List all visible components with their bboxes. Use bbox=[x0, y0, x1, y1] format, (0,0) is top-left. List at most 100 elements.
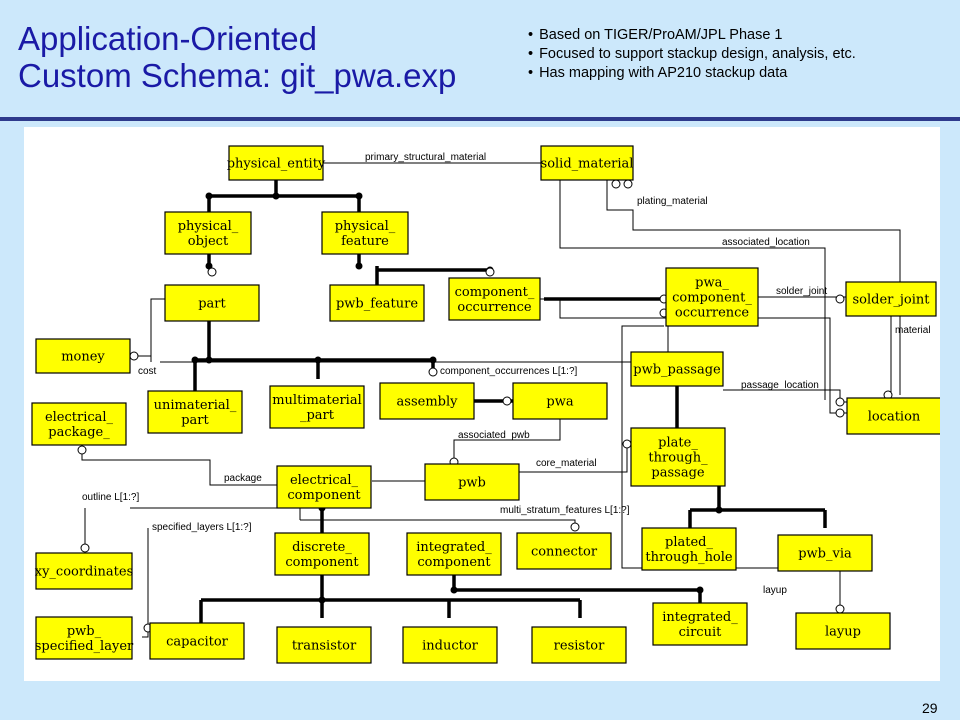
entity-box bbox=[665, 267, 759, 327]
junction-dot bbox=[272, 192, 280, 200]
entity-box bbox=[424, 463, 520, 501]
entity-label: integrated_ bbox=[662, 610, 738, 625]
entity-box bbox=[164, 284, 260, 322]
relationship-end-circle bbox=[502, 396, 512, 406]
entity-box bbox=[402, 626, 498, 664]
relationship-line bbox=[621, 325, 841, 613]
entity-box bbox=[164, 211, 252, 255]
entity-box bbox=[147, 390, 243, 434]
entity-label: object bbox=[188, 234, 229, 249]
entity-integrated-component: integrated_component bbox=[406, 532, 502, 576]
junction-dot bbox=[205, 192, 213, 200]
entity-box bbox=[35, 616, 133, 660]
entity-label: pwb_feature bbox=[336, 297, 418, 312]
entity-box bbox=[149, 622, 245, 660]
relationship-end-circle bbox=[428, 367, 438, 377]
entity-discrete-component: discrete_component bbox=[274, 532, 370, 576]
entity-label: physical_ bbox=[178, 219, 239, 234]
entity-capacitor: capacitor bbox=[149, 622, 245, 660]
junction-dot bbox=[355, 192, 363, 200]
relationship-label-solder-joint: solder_joint bbox=[776, 286, 827, 297]
entity-label: plate_ bbox=[658, 436, 698, 451]
relationship-label-cost: cost bbox=[138, 366, 157, 377]
entity-inductor: inductor bbox=[402, 626, 498, 664]
slide-title: Application-Oriented Custom Schema: git_… bbox=[18, 20, 456, 94]
entity-label: part bbox=[181, 413, 209, 428]
entity-label: unimaterial_ bbox=[154, 398, 237, 413]
relationship-end-circle bbox=[129, 351, 139, 361]
junction-dot bbox=[696, 586, 704, 594]
entity-label: physical_ bbox=[335, 219, 396, 234]
entity-box bbox=[846, 397, 940, 435]
entity-location: location bbox=[846, 397, 940, 435]
entity-label: capacitor bbox=[166, 635, 229, 650]
junction-dot bbox=[715, 506, 723, 514]
junction-dot bbox=[450, 586, 458, 594]
entity-part: part bbox=[164, 284, 260, 322]
slide-title-line-1: Application-Oriented bbox=[18, 20, 317, 57]
slide-title-line-2: Custom Schema: git_pwa.exp bbox=[18, 57, 457, 94]
entity-box bbox=[777, 534, 873, 572]
entity-transistor: transistor bbox=[276, 626, 372, 664]
entity-label: assembly bbox=[397, 395, 459, 410]
entity-box bbox=[276, 626, 372, 664]
entity-pwa-component-occurrence: pwa_component_occurrence bbox=[665, 267, 759, 327]
relationship-line bbox=[453, 419, 561, 464]
relationship-label-core-material: core_material bbox=[536, 458, 597, 469]
relationship-line bbox=[559, 180, 826, 400]
entity-connector: connector bbox=[516, 532, 612, 570]
relationship-end-circle bbox=[570, 522, 580, 532]
entity-plate-through-passage: plate_through_passage bbox=[630, 427, 726, 487]
entity-box bbox=[641, 527, 737, 571]
entity-label: pwa bbox=[546, 395, 573, 410]
entity-pwb-feature: pwb_feature bbox=[329, 284, 425, 322]
entity-label: plated_ bbox=[665, 535, 713, 550]
entity-box bbox=[512, 382, 608, 420]
entity-label: multimaterial bbox=[272, 393, 362, 408]
entity-assembly: assembly bbox=[379, 382, 475, 420]
entity-label: location bbox=[868, 410, 921, 425]
entity-label: component_ bbox=[455, 285, 535, 300]
relationship-end-circle bbox=[485, 267, 495, 277]
relationship-line bbox=[606, 180, 901, 395]
relationship-label-component-occurrences: component_occurrences L[1:?] bbox=[440, 366, 578, 377]
entity-label: component_ bbox=[672, 291, 752, 306]
entity-box bbox=[269, 385, 365, 429]
entity-pwb-specified-layer: pwb_specified_layer bbox=[35, 616, 134, 660]
relationship-label-passage-location: passage_location bbox=[741, 380, 819, 391]
entity-box bbox=[845, 281, 937, 317]
entity-label: pwb bbox=[458, 476, 486, 491]
entity-label: occurrence bbox=[675, 306, 750, 321]
entity-label: resistor bbox=[554, 639, 605, 654]
entity-box bbox=[329, 284, 425, 322]
entity-label: through_ bbox=[648, 451, 708, 466]
bullet-list: Based on TIGER/ProAM/JPL Phase 1 Focused… bbox=[528, 26, 856, 83]
junction-dot bbox=[429, 356, 437, 364]
relationship-end-circle bbox=[622, 439, 632, 449]
entity-label: transistor bbox=[292, 639, 357, 654]
junction-dot bbox=[191, 356, 199, 364]
bullet-item: Focused to support stackup design, analy… bbox=[528, 45, 856, 64]
entity-label: physical_entity bbox=[227, 157, 326, 172]
entity-integrated-circuit: integrated_circuit bbox=[652, 602, 748, 646]
entity-box bbox=[379, 382, 475, 420]
page-number: 29 bbox=[922, 700, 938, 716]
entity-box bbox=[31, 402, 127, 446]
entity-physical-entity: physical_entity bbox=[227, 145, 326, 181]
entity-electrical-component: electrical_component bbox=[276, 465, 372, 509]
junction-dot bbox=[314, 356, 322, 364]
entity-label: connector bbox=[531, 545, 598, 560]
entity-label: feature bbox=[341, 234, 389, 249]
entity-box bbox=[228, 145, 324, 181]
bullet-item: Has mapping with AP210 stackup data bbox=[528, 64, 856, 83]
relationship-label-layup: layup bbox=[763, 585, 787, 596]
entity-label: electrical_ bbox=[290, 473, 359, 488]
entity-label: package_ bbox=[48, 425, 110, 440]
entity-multimaterial-part: multimaterial_part bbox=[269, 385, 365, 429]
entity-solid-material: solid_material bbox=[540, 145, 634, 181]
entity-label: solder_joint bbox=[853, 293, 931, 308]
entity-box bbox=[35, 552, 133, 590]
entity-label: pwb_ bbox=[67, 624, 102, 639]
entity-electrical-package: electrical_package_ bbox=[31, 402, 127, 446]
relationship-end-circle bbox=[835, 408, 845, 418]
